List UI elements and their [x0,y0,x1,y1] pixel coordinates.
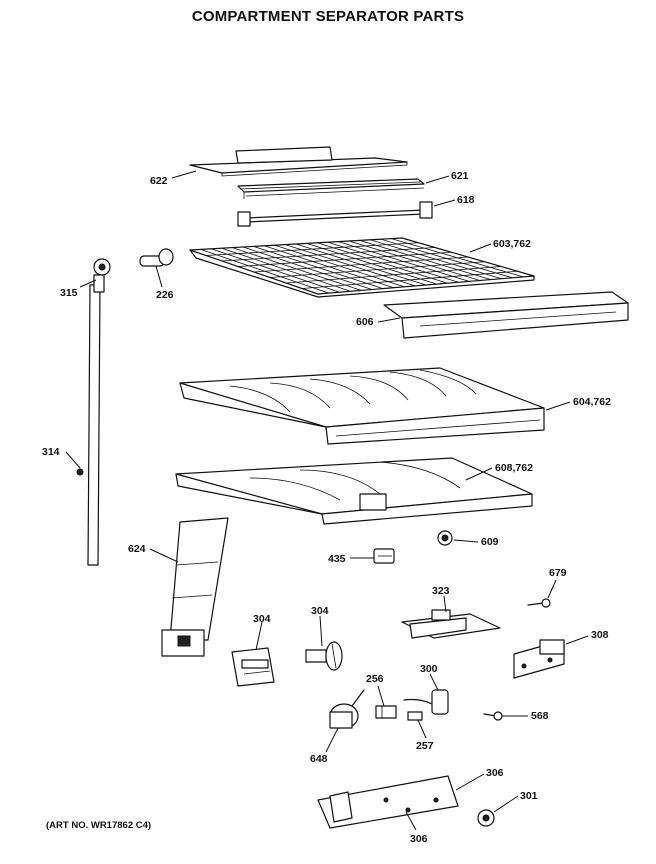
part-603-wire-shelf [189,237,535,298]
part-304-box [231,647,275,687]
callout-679: 679 [549,567,567,579]
part-568-screw [483,711,503,721]
part-618-rod [237,201,433,227]
part-621-bracket [237,178,425,199]
callout-256: 256 [366,673,384,685]
part-624-duct [161,517,229,657]
part-679-screw [527,598,551,608]
part-435 [373,548,395,564]
callout-257: 257 [416,740,434,752]
part-304-motor [305,641,343,671]
callout-609: 609 [481,536,499,548]
part-314-315-rod [76,258,111,566]
part-301-knob [477,809,495,827]
part-257 [407,711,423,721]
callout-315: 315 [60,287,78,299]
callout-621: 621 [451,170,469,182]
callout-314: 314 [42,446,60,458]
part-226-plug [139,248,174,267]
part-604-shelf [179,367,545,445]
callout-603-762: 603,762 [493,238,531,250]
callout-301: 301 [520,790,538,802]
part-608-shelf [175,457,533,525]
callout-306-bottom: 306 [410,833,428,845]
callout-308: 308 [591,629,609,641]
part-609 [437,530,453,546]
callout-568: 568 [531,710,549,722]
callout-226: 226 [156,289,174,301]
art-number: (ART NO. WR17862 C4) [46,820,152,831]
callout-435: 435 [328,553,346,565]
part-256 [375,705,397,719]
part-323 [401,609,501,639]
part-300 [403,689,449,715]
callout-618: 618 [457,194,475,206]
part-606-strip [383,291,629,339]
callout-606: 606 [356,316,374,328]
callout-300: 300 [420,663,438,675]
callout-323: 323 [432,585,450,597]
part-622-cover [189,146,408,177]
callout-604-762: 604,762 [573,396,611,408]
callout-608-762: 608,762 [495,462,533,474]
part-308-bracket [513,639,565,679]
callout-622: 622 [150,175,168,187]
callout-624: 624 [128,543,146,555]
callout-648: 648 [310,753,328,765]
callout-304-right: 304 [311,605,329,617]
part-306-bracket [317,775,459,829]
callout-306-top: 306 [486,767,504,779]
callout-304-left: 304 [253,613,271,625]
diagram-title: COMPARTMENT SEPARATOR PARTS [191,8,465,25]
part-648-motor [329,689,365,729]
leader-lines [65,170,589,831]
